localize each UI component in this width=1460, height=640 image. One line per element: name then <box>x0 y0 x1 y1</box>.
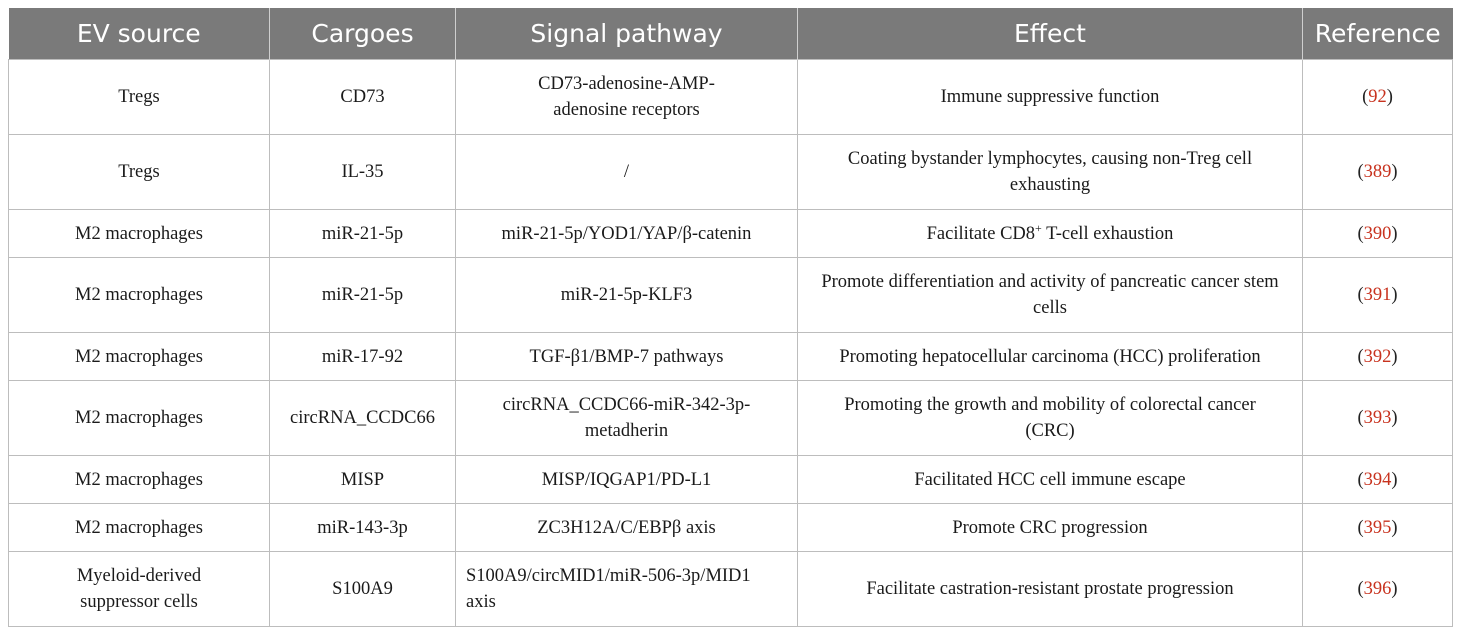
cell-pathway: S100A9/circMID1/miR-506-3p/MID1 axis <box>455 551 798 627</box>
header-effect: Effect <box>797 8 1303 60</box>
cell-pathway: miR-21-5p/YOD1/YAP/β-catenin <box>455 209 798 258</box>
cell-pathway: circRNA_CCDC66-miR-342-3p-metadherin <box>455 380 798 456</box>
cell-effect-text: Coating bystander lymphocytes, causing n… <box>847 149 1253 195</box>
cell-source: M2 macrophages <box>8 380 270 456</box>
cell-reference[interactable]: (92) <box>1302 59 1453 135</box>
cell-effect-sup: + <box>1035 220 1042 235</box>
table-row: Tregs IL-35 / Coating bystander lymphocy… <box>8 134 1453 210</box>
cell-effect-post: T-cell exhaustion <box>1041 223 1174 244</box>
cell-effect-text: Promoting the growth and mobility of col… <box>844 395 1256 441</box>
cell-reference[interactable]: (392) <box>1302 332 1453 381</box>
reference-link[interactable]: 392 <box>1363 346 1392 367</box>
cell-effect: Coating bystander lymphocytes, causing n… <box>797 134 1303 210</box>
cell-source: M2 macrophages <box>8 332 270 381</box>
cell-pathway-text: CD73-adenosine-AMP-adenosine receptors <box>538 74 715 120</box>
table-row: M2 macrophages MISP MISP/IQGAP1/PD-L1 Fa… <box>8 455 1453 504</box>
cell-pathway: TGF-β1/BMP-7 pathways <box>455 332 798 381</box>
cell-effect: Promoting the growth and mobility of col… <box>797 380 1303 456</box>
cell-cargo: miR-17-92 <box>269 332 456 381</box>
reference-link[interactable]: 393 <box>1363 408 1392 428</box>
header-reference: Reference <box>1302 8 1453 60</box>
table-row: M2 macrophages miR-143-3p ZC3H12A/C/EBPβ… <box>8 503 1453 552</box>
cell-reference[interactable]: (389) <box>1302 134 1453 210</box>
reference-link[interactable]: 396 <box>1363 579 1392 599</box>
cell-effect-pre: Facilitate CD8 <box>926 223 1036 244</box>
cell-cargo: S100A9 <box>269 551 456 627</box>
cell-pathway-text: circRNA_CCDC66-miR-342-3p-metadherin <box>502 395 751 441</box>
table-row: M2 macrophages miR-21-5p miR-21-5p-KLF3 … <box>8 257 1453 333</box>
reference-link[interactable]: 390 <box>1363 223 1392 244</box>
reference-link[interactable]: 389 <box>1363 162 1392 182</box>
table-row: Tregs CD73 CD73-adenosine-AMP-adenosine … <box>8 59 1453 135</box>
table-row: M2 macrophages miR-17-92 TGF-β1/BMP-7 pa… <box>8 332 1453 381</box>
cell-cargo: miR-143-3p <box>269 503 456 552</box>
cell-cargo: CD73 <box>269 59 456 135</box>
cell-cargo: circRNA_CCDC66 <box>269 380 456 456</box>
reference-link[interactable]: 391 <box>1363 285 1392 305</box>
cell-effect: Immune suppressive function <box>797 59 1303 135</box>
cell-effect: Promote CRC progression <box>797 503 1303 552</box>
cell-source: M2 macrophages <box>8 503 270 552</box>
cell-effect: Facilitate castration-resistant prostate… <box>797 551 1303 627</box>
cell-effect-text: Promote differentiation and activity of … <box>821 272 1279 318</box>
cell-pathway: miR-21-5p-KLF3 <box>455 257 798 333</box>
cell-effect: Facilitated HCC cell immune escape <box>797 455 1303 504</box>
ev-table: EV source Cargoes Signal pathway Effect … <box>8 8 1453 627</box>
cell-reference[interactable]: (390) <box>1302 209 1453 258</box>
cell-effect: Promote differentiation and activity of … <box>797 257 1303 333</box>
cell-pathway: / <box>455 134 798 210</box>
table-row: M2 macrophages miR-21-5p miR-21-5p/YOD1/… <box>8 209 1453 258</box>
cell-pathway-text: S100A9/circMID1/miR-506-3p/MID1 axis <box>466 566 751 612</box>
cell-reference[interactable]: (395) <box>1302 503 1453 552</box>
cell-source: M2 macrophages <box>8 455 270 504</box>
cell-source: Tregs <box>8 134 270 210</box>
cell-cargo: miR-21-5p <box>269 209 456 258</box>
cell-cargo: IL-35 <box>269 134 456 210</box>
cell-effect: Facilitate CD8+ T-cell exhaustion <box>797 209 1303 258</box>
cell-reference[interactable]: (396) <box>1302 551 1453 627</box>
header-cargoes: Cargoes <box>269 8 456 60</box>
header-signal-pathway: Signal pathway <box>455 8 798 60</box>
table-row: M2 macrophages circRNA_CCDC66 circRNA_CC… <box>8 380 1453 456</box>
cell-reference[interactable]: (391) <box>1302 257 1453 333</box>
cell-pathway: CD73-adenosine-AMP-adenosine receptors <box>455 59 798 135</box>
reference-link[interactable]: 395 <box>1363 517 1392 538</box>
cell-source: Tregs <box>8 59 270 135</box>
cell-pathway: MISP/IQGAP1/PD-L1 <box>455 455 798 504</box>
cell-cargo: MISP <box>269 455 456 504</box>
cell-source: M2 macrophages <box>8 257 270 333</box>
cell-effect: Promoting hepatocellular carcinoma (HCC)… <box>797 332 1303 381</box>
table-row: Myeloid-derived suppressor cells S100A9 … <box>8 551 1453 627</box>
table-container: EV source Cargoes Signal pathway Effect … <box>8 8 1453 627</box>
cell-reference[interactable]: (393) <box>1302 380 1453 456</box>
reference-link[interactable]: 394 <box>1363 469 1392 490</box>
cell-reference[interactable]: (394) <box>1302 455 1453 504</box>
header-ev-source: EV source <box>8 8 270 60</box>
cell-pathway: ZC3H12A/C/EBPβ axis <box>455 503 798 552</box>
cell-source-text: Myeloid-derived suppressor cells <box>76 566 202 612</box>
header-row: EV source Cargoes Signal pathway Effect … <box>8 8 1453 60</box>
cell-cargo: miR-21-5p <box>269 257 456 333</box>
cell-source: M2 macrophages <box>8 209 270 258</box>
reference-link[interactable]: 92 <box>1368 87 1387 107</box>
cell-source: Myeloid-derived suppressor cells <box>8 551 270 627</box>
